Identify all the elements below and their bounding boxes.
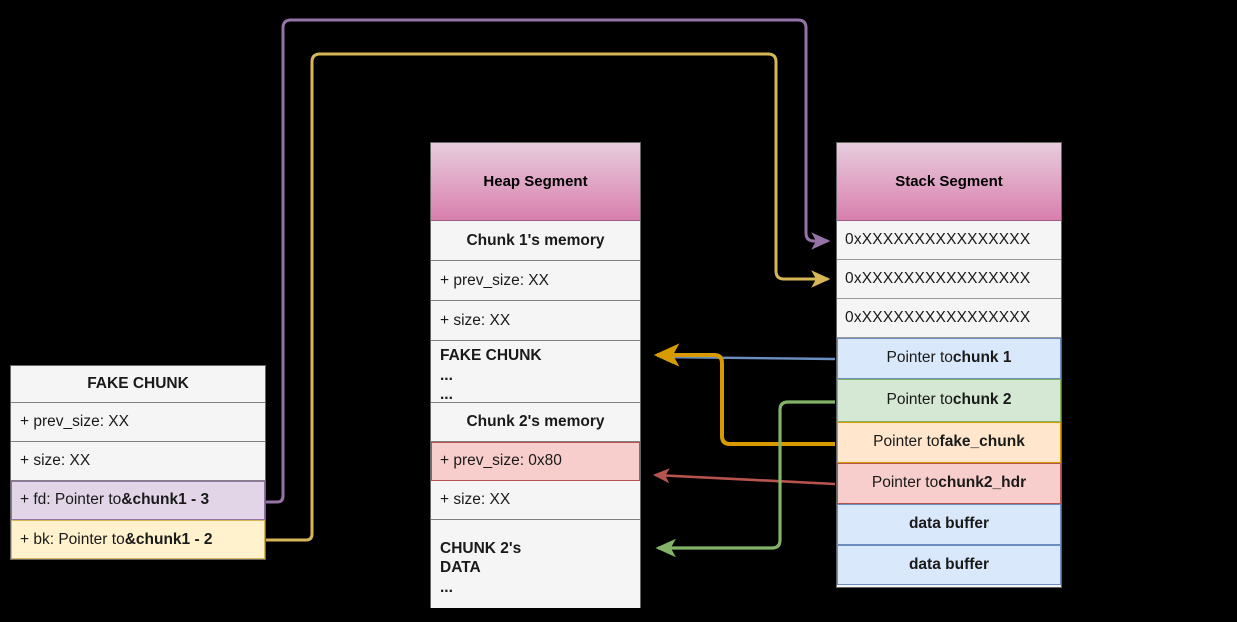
fake-chunk-table: FAKE CHUNK + prev_size: XX + size: XX + … (10, 365, 266, 560)
heap-row-chunk1-prev-size: + prev_size: XX (431, 261, 640, 301)
heap-row-label-sub1: DATA (440, 559, 481, 577)
stack-row-pointer-to-fake-chunk: Pointer to fake_chunk (837, 422, 1061, 463)
stack-row-target: chunk 2 (952, 391, 1012, 408)
stack-row-prefix: Pointer to (886, 349, 953, 366)
heap-row-label: + size: XX (440, 311, 511, 329)
arrow-chunk2hdr-ptr-to-prev-size (652, 468, 836, 486)
stack-segment-table: Stack Segment 0xXXXXXXXXXXXXXXXX 0xXXXXX… (836, 142, 1062, 588)
stack-row-pointer-to-chunk2-hdr: Pointer to chunk2_hdr (837, 463, 1061, 504)
stack-row-data-buffer-2: data buffer (837, 545, 1061, 585)
stack-row-label: 0xXXXXXXXXXXXXXXXX (845, 309, 1031, 326)
stack-row-label: 0xXXXXXXXXXXXXXXXX (845, 231, 1031, 248)
heap-row-chunk2-data: CHUNK 2's DATA ... (431, 520, 640, 608)
fake-chunk-row-size: + size: XX (11, 442, 265, 481)
fake-chunk-row-prev-size: + prev_size: XX (11, 403, 265, 442)
heap-row-chunk2-memory: Chunk 2's memory (431, 403, 640, 442)
fake-chunk-row-target: &chunk1 - 2 (124, 530, 213, 548)
fake-chunk-row-fd: + fd: Pointer to &chunk1 - 3 (11, 481, 265, 520)
stack-row-label: data buffer (908, 515, 990, 532)
fake-chunk-row-bk: + bk: Pointer to &chunk1 - 2 (11, 520, 265, 559)
stack-row-target: chunk 1 (952, 349, 1012, 366)
heap-row-chunk1-memory: Chunk 1's memory (431, 221, 640, 261)
stack-row-prefix: Pointer to (873, 433, 940, 450)
stack-row-pointer-to-chunk2: Pointer to chunk 2 (837, 379, 1061, 422)
heap-segment-table: Heap Segment Chunk 1's memory + prev_siz… (430, 142, 641, 608)
arrow-fake-chunk-ptr-to-fake-chunk (653, 343, 835, 446)
stack-row-address-1: 0xXXXXXXXXXXXXXXXX (837, 221, 1061, 260)
stack-row-pointer-to-chunk1: Pointer to chunk 1 (837, 338, 1061, 379)
heap-row-label: Chunk 2's memory (466, 413, 605, 431)
stack-row-label: 0xXXXXXXXXXXXXXXXX (845, 270, 1031, 287)
heap-row-label: FAKE CHUNK (440, 347, 542, 365)
stack-row-target: fake_chunk (939, 433, 1025, 450)
heap-row-label: CHUNK 2's (440, 539, 522, 557)
heap-row-label: + prev_size: XX (440, 271, 549, 289)
heap-row-chunk2-size: + size: XX (431, 481, 640, 520)
heap-row-label: + size: XX (440, 491, 511, 509)
heap-row-label-sub2: ... (440, 578, 453, 596)
stack-row-target: chunk2_hdr (938, 474, 1027, 491)
stack-row-prefix: Pointer to (871, 474, 939, 491)
stack-row-prefix: Pointer to (886, 391, 953, 408)
heap-segment-header: Heap Segment (431, 143, 640, 221)
fake-chunk-header-label: FAKE CHUNK (87, 375, 189, 393)
fake-chunk-row-prefix: + fd: Pointer to (20, 491, 122, 509)
heap-row-chunk1-size: + size: XX (431, 301, 640, 341)
heap-row-fake-chunk: FAKE CHUNK ... ... (431, 341, 640, 403)
stack-segment-header: Stack Segment (837, 143, 1061, 221)
fake-chunk-row-target: &chunk1 - 3 (121, 491, 210, 509)
fake-chunk-row-prefix: + bk: Pointer to (20, 530, 125, 548)
arrow-chunk1-ptr-to-fake-chunk (658, 350, 836, 365)
stack-row-address-2: 0xXXXXXXXXXXXXXXXX (837, 260, 1061, 299)
heap-row-label-sub1: ... (440, 366, 453, 384)
heap-row-label: Chunk 1's memory (466, 231, 605, 249)
stack-row-data-buffer-1: data buffer (837, 504, 1061, 545)
fake-chunk-row-label: + prev_size: XX (20, 413, 129, 431)
stack-row-address-3: 0xXXXXXXXXXXXXXXXX (837, 299, 1061, 338)
fake-chunk-header: FAKE CHUNK (11, 366, 265, 403)
fake-chunk-row-label: + size: XX (20, 452, 91, 470)
heap-row-chunk2-prev-size: + prev_size: 0x80 (431, 442, 640, 481)
stack-row-label: data buffer (908, 556, 990, 573)
heap-row-label: + prev_size: 0x80 (440, 452, 562, 470)
heap-row-label-sub2: ... (440, 386, 453, 404)
arrow-chunk2-ptr-to-chunk2-data (655, 400, 835, 558)
